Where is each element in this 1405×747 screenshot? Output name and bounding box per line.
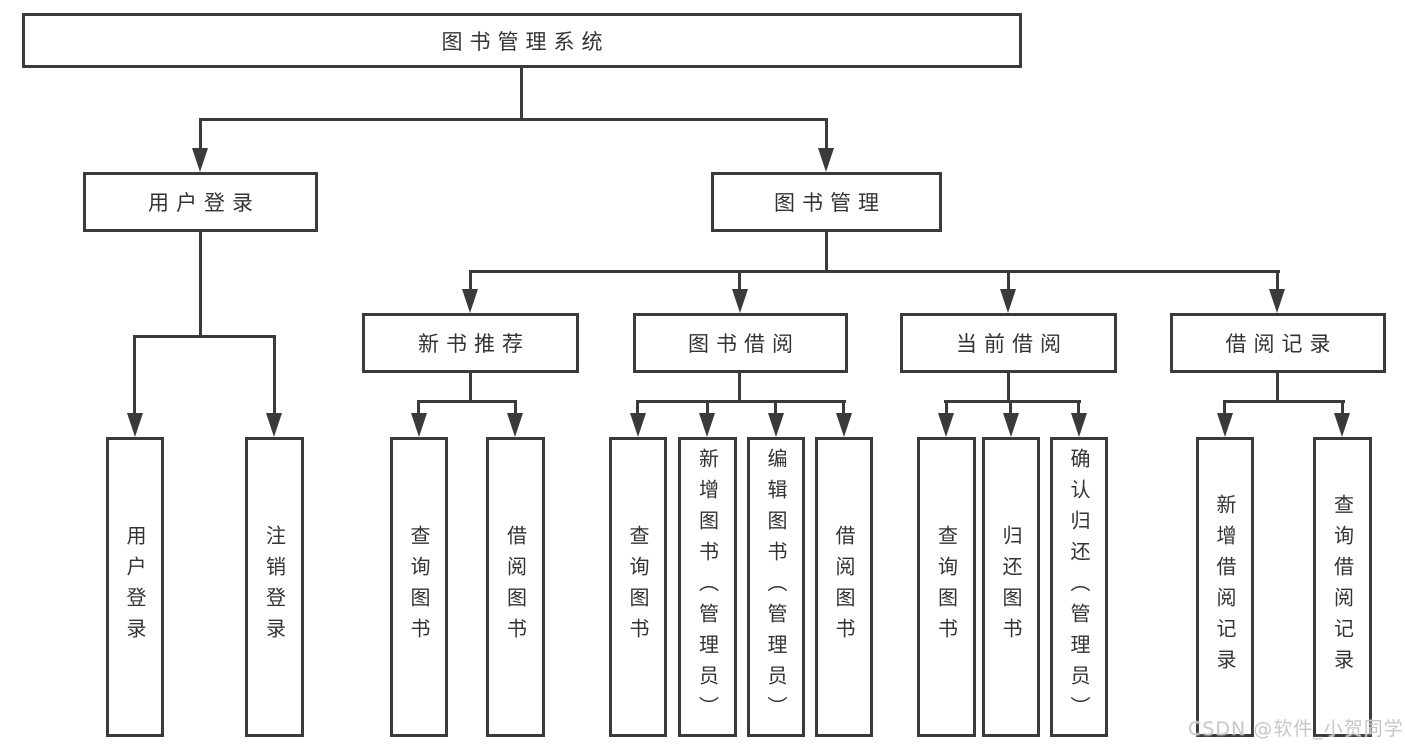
connector-user-login-bar [133,335,276,338]
arrowhead-down-icon [1334,413,1350,437]
connector-borrow-records-bar [1223,400,1345,403]
leaf-query-borrow-record-label: 查询借阅记录 [1330,494,1355,680]
csdn-watermark: CSDN @软件_小贺同学 [1188,718,1404,740]
connector-drop-leaf-logout [273,335,276,415]
leaf-query-borrow-record: 查询借阅记录 [1313,437,1372,737]
node-current-borrow-label: 当前借阅 [956,332,1068,356]
arrowhead-down-icon [732,289,748,313]
connector-drop-book-borrow [738,270,741,291]
leaf-query-books-current: 查询图书 [917,437,976,737]
connector-drop [1223,400,1226,415]
leaf-borrow-books: 借阅图书 [815,437,873,737]
connector-drop-current-borrow [1007,270,1010,291]
arrowhead-down-icon [938,413,954,437]
node-user-login-label: 用户登录 [148,191,260,215]
leaf-add-borrow-record-label: 新增借阅记录 [1213,494,1237,680]
leaf-confirm-return-admin-label: 确认归还（管理员） [1067,447,1091,727]
arrowhead-down-icon [818,148,834,172]
node-book-borrow: 图书借阅 [633,313,848,373]
connector-current-borrow-bar [944,400,1081,403]
connector-drop-leaf-user-login [133,335,136,415]
leaf-borrow-books-recommend: 借阅图书 [486,437,545,737]
leaf-confirm-return-admin: 确认归还（管理员） [1050,437,1108,737]
leaf-query-books-borrow: 查询图书 [609,437,667,737]
leaf-edit-book-admin-label: 编辑图书（管理员） [764,447,788,727]
node-new-book-recommend-label: 新书推荐 [418,332,530,356]
leaf-user-login: 用户登录 [106,437,164,737]
node-new-book-recommend: 新书推荐 [362,313,579,373]
arrowhead-down-icon [699,413,715,437]
node-library-management-system: 图书管理系统 [22,13,1022,68]
connector-user-login-stem [199,232,202,335]
connector-drop [1077,400,1080,415]
arrowhead-down-icon [1217,413,1233,437]
connector-drop [417,400,420,415]
arrowhead-down-icon [127,413,143,437]
arrowhead-down-icon [1071,413,1087,437]
arrowhead-down-icon [507,413,523,437]
arrowhead-down-icon [411,413,427,437]
leaf-query-books-recommend: 查询图书 [390,437,448,737]
connector-drop [706,400,709,415]
connector-drop-user-login [199,118,202,150]
connector-drop-book-management [825,118,828,150]
connector-drop-borrow-records [1276,270,1279,291]
node-borrow-records-label: 借阅记录 [1225,332,1338,356]
leaf-return-book: 归还图书 [982,437,1040,737]
arrowhead-down-icon [1000,289,1016,313]
node-book-management: 图书管理 [711,172,942,232]
leaf-add-book-admin: 新增图书（管理员） [678,437,737,737]
connector-new-book-stem [469,373,472,400]
leaf-return-book-label: 归还图书 [999,525,1023,649]
arrowhead-down-icon [266,413,282,437]
leaf-edit-book-admin: 编辑图书（管理员） [747,437,805,737]
connector-borrow-records-stem [1276,373,1279,400]
connector-drop [1341,400,1344,415]
leaf-borrow-books-recommend-label: 借阅图书 [503,525,528,649]
leaf-add-book-admin-label: 新增图书（管理员） [695,447,720,727]
connector-book-borrow-stem [738,373,741,400]
leaf-user-login-label: 用户登录 [123,525,147,649]
leaf-add-borrow-record: 新增借阅记录 [1196,437,1254,737]
node-user-login: 用户登录 [83,172,318,232]
connector-book-borrow-bar [636,400,846,403]
leaf-borrow-books-label: 借阅图书 [832,525,856,649]
node-book-borrow-label: 图书借阅 [688,332,800,356]
arrowhead-down-icon [192,148,208,172]
leaf-query-books-current-label: 查询图书 [934,525,959,649]
leaf-logout-label: 注销登录 [262,525,287,649]
connector-drop [774,400,777,415]
connector-drop [514,400,517,415]
node-current-borrow: 当前借阅 [900,313,1117,373]
arrowhead-down-icon [836,413,852,437]
connector-level3-bar [469,270,1280,273]
connector-drop [636,400,639,415]
connector-drop [945,400,948,415]
leaf-query-books-recommend-label: 查询图书 [407,525,431,649]
arrowhead-down-icon [630,413,646,437]
connector-drop-new-book [469,270,472,291]
connector-book-management-stem [825,232,828,270]
node-book-management-label: 图书管理 [774,191,886,215]
arrowhead-down-icon [1269,289,1285,313]
node-library-management-system-label: 图书管理系统 [441,29,610,54]
leaf-query-books-borrow-label: 查询图书 [626,525,650,649]
connector-level2-bar [199,118,828,121]
arrowhead-down-icon [1003,413,1019,437]
connector-drop [842,400,845,415]
connector-root-stem [520,68,523,118]
node-borrow-records: 借阅记录 [1170,313,1386,373]
connector-current-borrow-stem [1007,373,1010,400]
connector-drop [1009,400,1012,415]
arrowhead-down-icon [768,413,784,437]
connector-new-book-bar [417,400,517,403]
arrowhead-down-icon [462,289,478,313]
leaf-logout: 注销登录 [245,437,304,737]
